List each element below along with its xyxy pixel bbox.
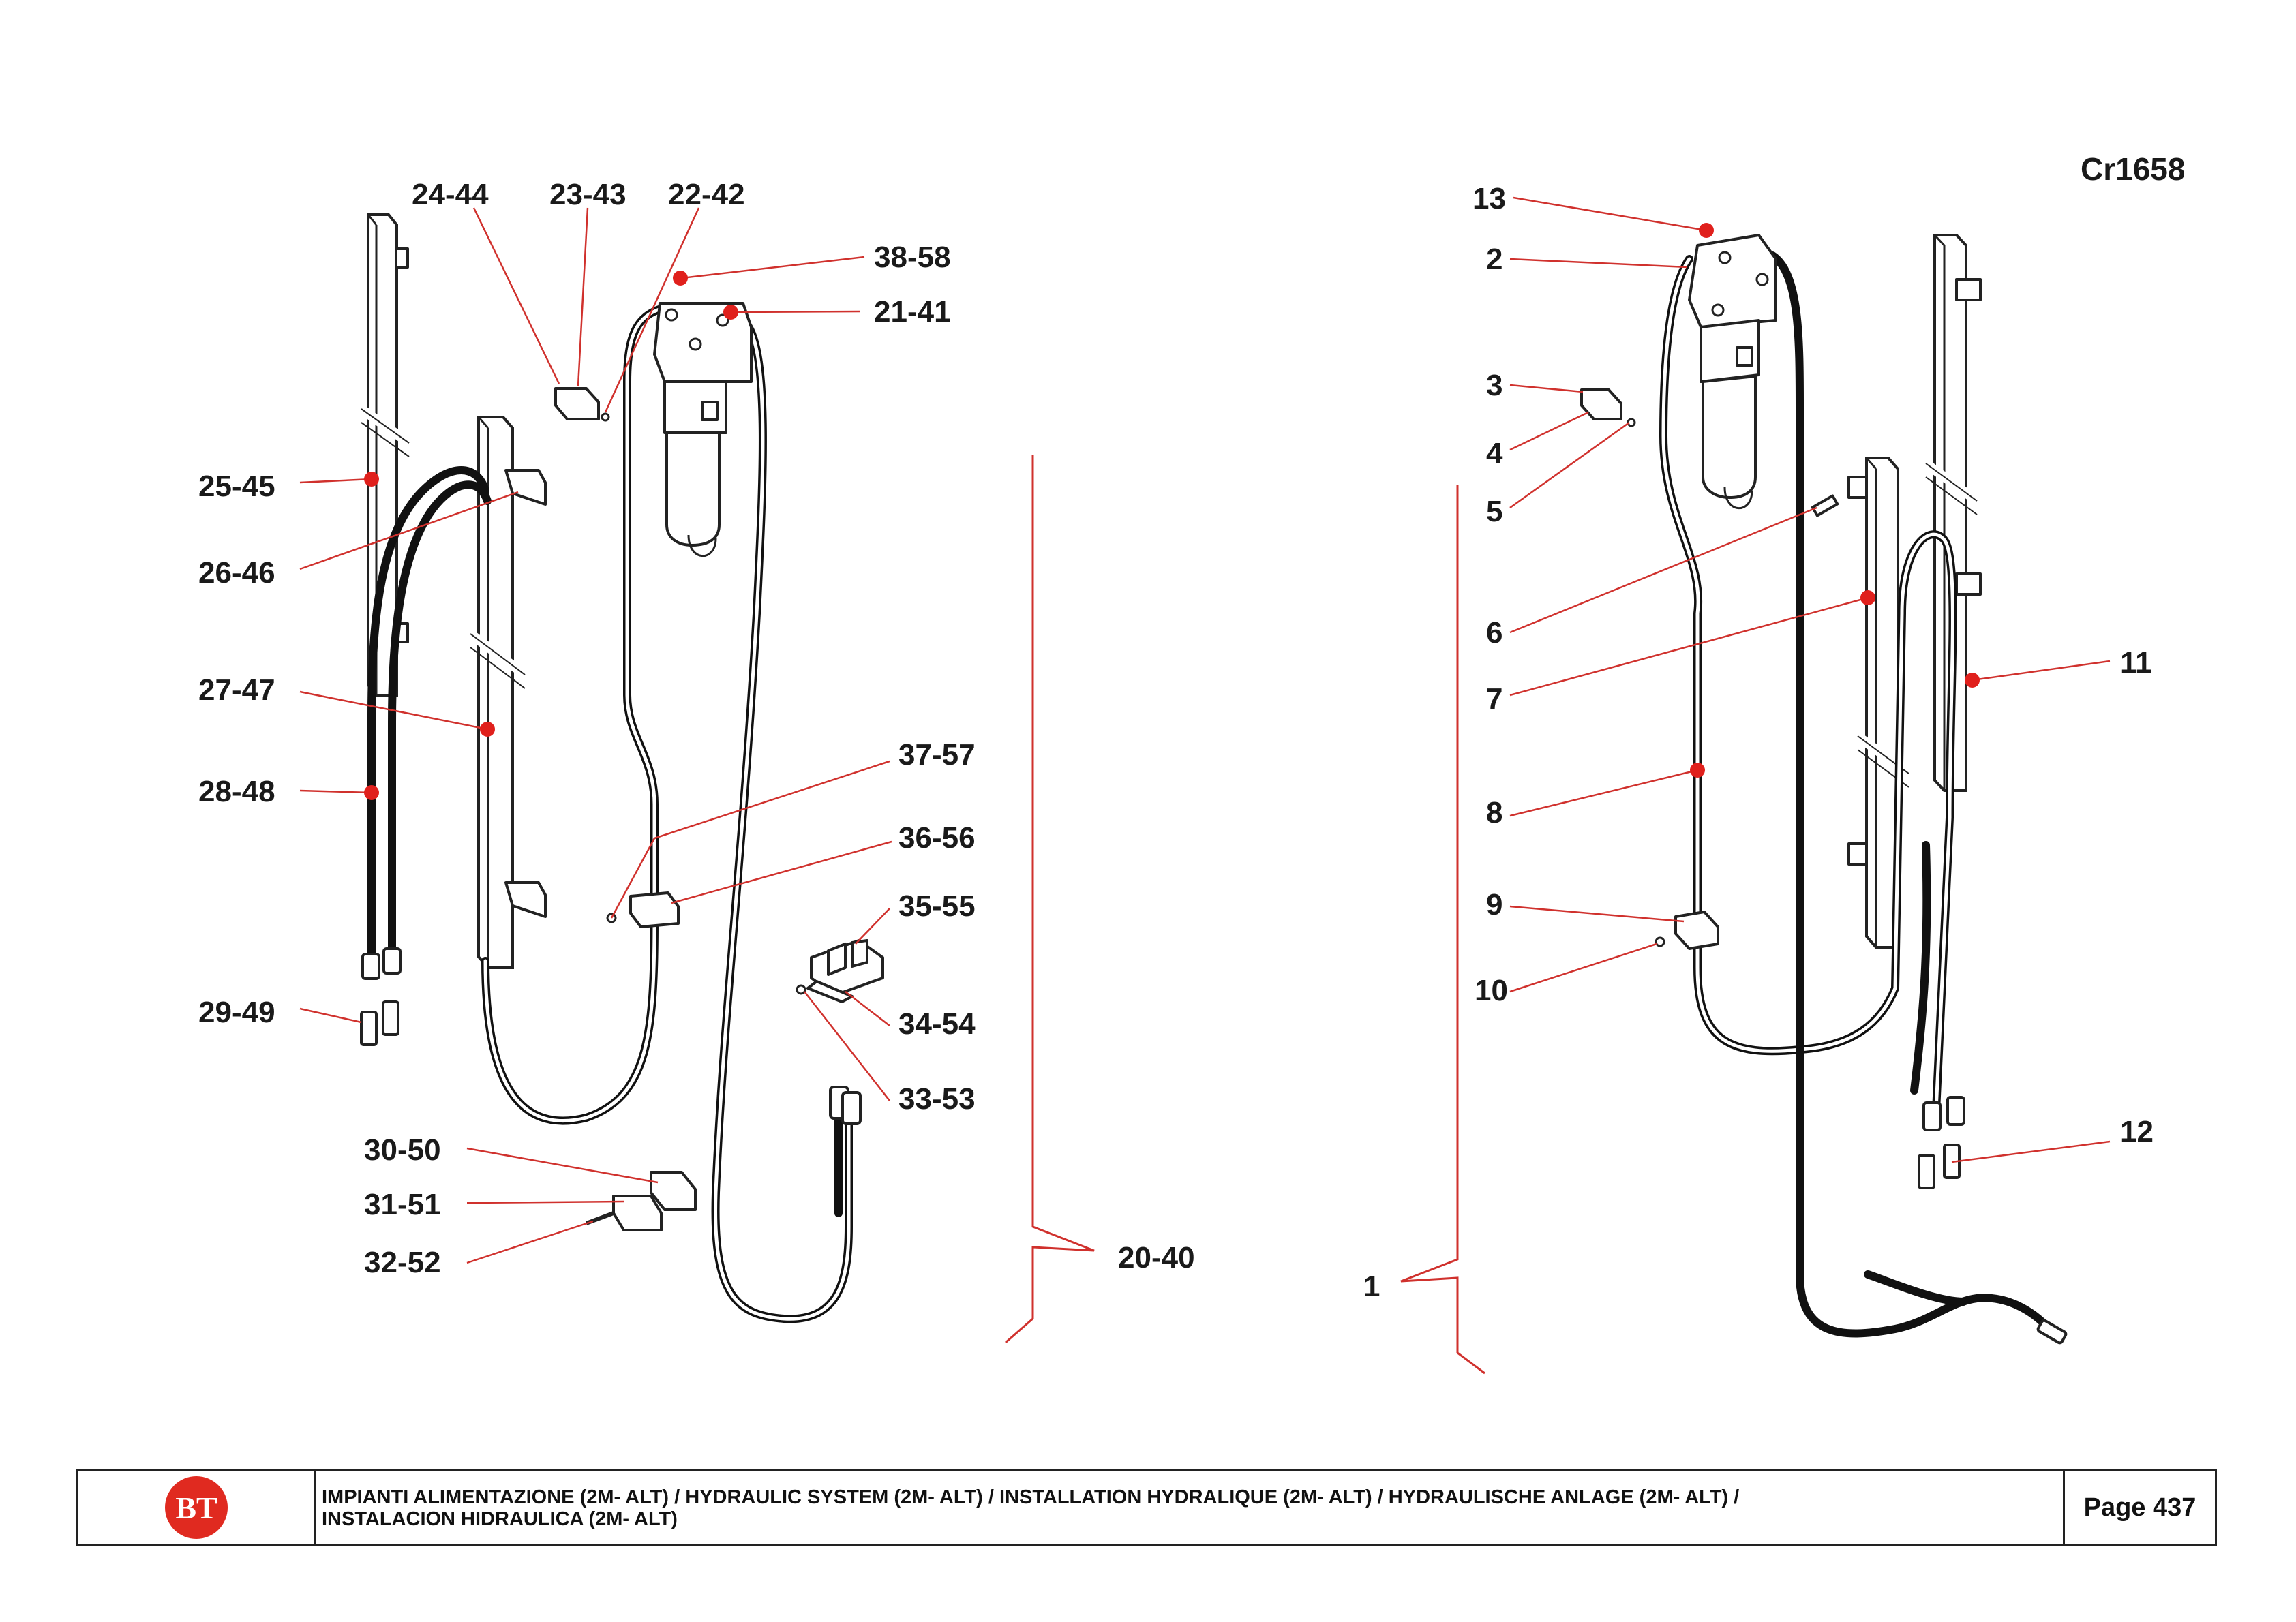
callout-36-56: 36-56 [898, 821, 976, 855]
right-callout-dots [1690, 223, 1980, 778]
callout-30-50: 30-50 [364, 1133, 441, 1167]
title-block: BT IMPIANTI ALIMENTAZIONE (2M- ALT) / HY… [76, 1469, 2217, 1546]
callout-28-48: 28-48 [198, 775, 275, 808]
right-adapters [1918, 1144, 1961, 1189]
right-hose-run [1659, 251, 2068, 1345]
callout-24-44: 24-44 [412, 178, 489, 211]
callout-7: 7 [1486, 682, 1502, 716]
left-clamp-block [796, 939, 884, 1003]
callout-38-58: 38-58 [874, 241, 951, 274]
callout-33-53: 33-53 [898, 1082, 976, 1116]
callout-10: 10 [1475, 974, 1508, 1007]
right-assembly [1400, 234, 2068, 1375]
right-screw-6 [1811, 494, 1839, 517]
callout-12: 12 [2120, 1115, 2154, 1148]
title-line-1: IMPIANTI ALIMENTAZIONE (2M- ALT) / HYDRA… [322, 1486, 1740, 1508]
mast-rail-front [467, 416, 547, 969]
callout-26-46: 26-46 [198, 556, 275, 590]
left-clip-top [554, 387, 610, 422]
left-clip-mid [606, 891, 680, 928]
right-valve-block [1688, 234, 1777, 510]
callout-13: 13 [1472, 182, 1506, 215]
left-clamp-bottom [585, 1171, 697, 1231]
callout-22-42: 22-42 [668, 178, 745, 211]
logo-cell: BT [78, 1471, 316, 1544]
right-callout-labels: 13 2 3 4 5 6 7 8 9 10 11 12 1 [1363, 182, 2154, 1303]
right-clip-top [1580, 388, 1636, 427]
callout-2: 2 [1486, 243, 1502, 276]
bt-logo-text: BT [175, 1490, 217, 1525]
callout-3: 3 [1486, 369, 1502, 402]
title-line-2: INSTALACION HIDRAULICA (2M- ALT) [322, 1508, 678, 1530]
callout-20-40: 20-40 [1118, 1241, 1195, 1274]
callout-35-55: 35-55 [898, 889, 976, 923]
callout-32-52: 32-52 [364, 1246, 441, 1279]
right-clip-9 [1655, 911, 1719, 950]
callout-23-43: 23-43 [549, 178, 626, 211]
brace-20-40 [1005, 455, 1095, 1344]
mast-rail-back [358, 213, 412, 697]
callout-31-51: 31-51 [364, 1188, 441, 1221]
bt-logo: BT [165, 1476, 228, 1539]
title-cell: IMPIANTI ALIMENTAZIONE (2M- ALT) / HYDRA… [316, 1471, 2063, 1544]
left-assembly [358, 213, 1095, 1344]
left-leader-lines [299, 207, 892, 1264]
callout-34-54: 34-54 [898, 1007, 976, 1041]
drawing-code: Cr1658 [2081, 151, 2185, 187]
left-hose-loop [361, 303, 862, 1323]
brace-1 [1400, 485, 1485, 1375]
right-rail-rear [1922, 234, 1982, 792]
callout-5: 5 [1486, 495, 1502, 528]
callout-8: 8 [1486, 796, 1502, 829]
callout-11: 11 [2120, 646, 2152, 679]
left-valve-block [653, 302, 753, 557]
callout-9: 9 [1486, 888, 1502, 921]
hydraulic-exploded-view: Cr1658 [198, 151, 2185, 1375]
callout-37-57: 37-57 [898, 738, 976, 771]
right-leader-lines [1509, 196, 2111, 1163]
left-adapters [360, 1000, 399, 1046]
callout-4: 4 [1486, 437, 1503, 470]
left-callout-labels: 24-44 23-43 22-42 38-58 21-41 25-45 26-4… [198, 178, 1195, 1279]
callout-21-41: 21-41 [874, 295, 951, 328]
callout-1: 1 [1363, 1270, 1380, 1303]
page-number: Page 437 [2063, 1471, 2215, 1544]
right-rail-front [1847, 457, 1912, 949]
callout-6: 6 [1486, 616, 1502, 649]
callout-27-47: 27-47 [198, 673, 275, 707]
left-callout-dots [364, 271, 738, 800]
callout-25-45: 25-45 [198, 470, 275, 503]
callout-29-49: 29-49 [198, 996, 275, 1029]
